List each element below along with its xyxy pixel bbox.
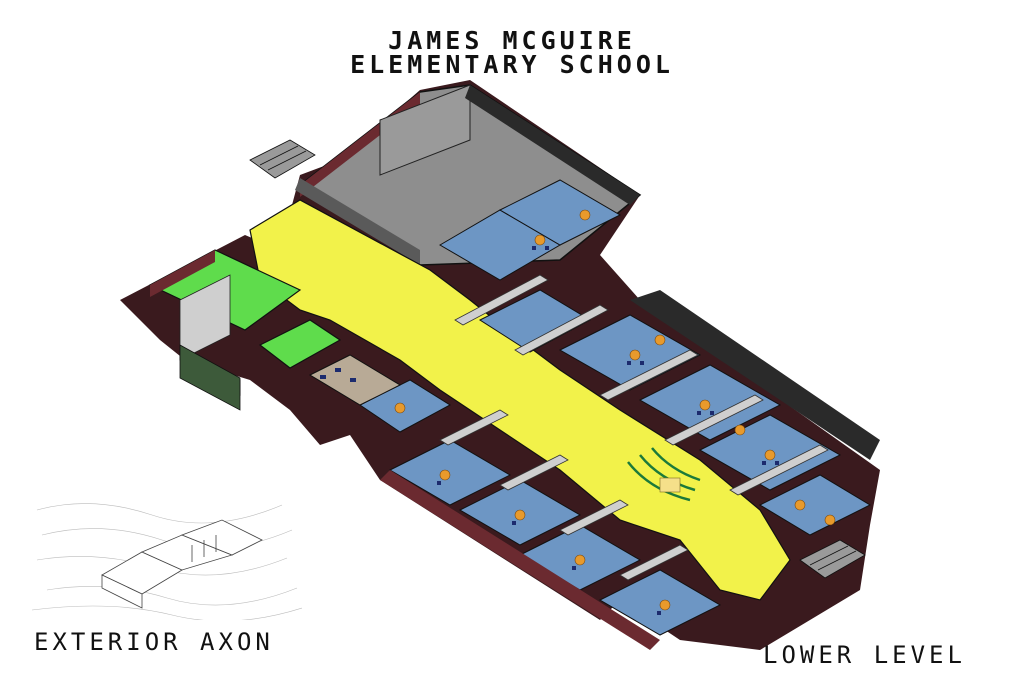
partition-1 — [454, 274, 549, 326]
classroom-l2 — [388, 439, 512, 506]
classroom-l5 — [598, 569, 722, 636]
chair — [657, 611, 661, 615]
stair-tread — [259, 145, 299, 166]
gym-east-wall — [465, 85, 640, 205]
seating-row — [627, 461, 691, 502]
partition-9 — [619, 544, 689, 581]
table — [659, 599, 671, 611]
partition-8 — [559, 499, 629, 536]
interior-partitions — [439, 274, 829, 581]
stair-south — [799, 539, 866, 579]
table — [439, 469, 451, 481]
contour-line — [46, 586, 298, 606]
entry-glass — [179, 344, 241, 411]
stage — [659, 477, 681, 493]
chair — [572, 566, 576, 570]
lower-brick-wall — [380, 470, 660, 650]
table — [579, 209, 591, 221]
gym-inner-wall — [379, 84, 471, 176]
stair-tread — [817, 550, 857, 571]
stairs — [249, 139, 866, 579]
classroom-u2 — [498, 179, 622, 246]
amphitheater-seating — [627, 447, 701, 502]
chair — [437, 481, 441, 485]
mass-1-side — [101, 574, 143, 609]
stair-tread — [267, 150, 307, 171]
chair — [762, 461, 766, 465]
mass-3 — [180, 519, 263, 556]
classroom-u3 — [478, 289, 592, 353]
seating-row — [639, 454, 696, 492]
seating-row — [651, 447, 701, 482]
partition-7 — [499, 454, 569, 491]
partition-3 — [599, 349, 699, 401]
green-rooms — [148, 249, 342, 369]
table — [574, 554, 586, 566]
table — [534, 234, 546, 246]
chair — [710, 411, 714, 415]
chair — [697, 411, 701, 415]
chair — [545, 246, 549, 250]
table — [794, 499, 806, 511]
partition-4 — [664, 394, 764, 446]
exterior-axon-inset — [32, 503, 302, 620]
chair — [512, 521, 516, 525]
table — [654, 334, 666, 346]
partition-6 — [439, 409, 509, 446]
table — [734, 424, 746, 436]
entry-glazing — [179, 344, 241, 411]
stair-tread — [809, 545, 849, 566]
caption-exterior-axon: EXTERIOR AXON — [34, 628, 274, 656]
table — [824, 514, 836, 526]
dining-seat — [335, 368, 341, 372]
table — [514, 509, 526, 521]
table — [699, 399, 711, 411]
contour-line — [36, 503, 283, 524]
page-title-line-2: ELEMENTARY SCHOOL — [350, 50, 674, 79]
dining-seat — [320, 375, 326, 379]
partition-5 — [729, 444, 829, 496]
gym-south-wall — [295, 178, 420, 265]
upper-window-wall — [630, 290, 880, 460]
table — [764, 449, 776, 461]
building-massing — [101, 519, 263, 609]
classroom-furniture — [320, 209, 836, 615]
chair — [627, 361, 631, 365]
page-title-line-1: JAMES MCGUIRE — [388, 26, 636, 55]
chair — [775, 461, 779, 465]
green-room-wall — [150, 250, 215, 297]
chair — [532, 246, 536, 250]
stair-north — [249, 139, 316, 179]
table — [629, 349, 641, 361]
green-room-small — [258, 319, 342, 369]
dining-seat — [350, 378, 356, 382]
partition-2 — [514, 304, 609, 356]
classroom-u7 — [758, 474, 872, 536]
chair — [640, 361, 644, 365]
caption-lower-level: LOWER LEVEL — [763, 641, 966, 669]
contour-line — [32, 605, 302, 620]
left-stair-core — [179, 274, 231, 361]
gym-block — [295, 84, 642, 266]
classroom-u5 — [638, 364, 782, 441]
table — [394, 402, 406, 414]
